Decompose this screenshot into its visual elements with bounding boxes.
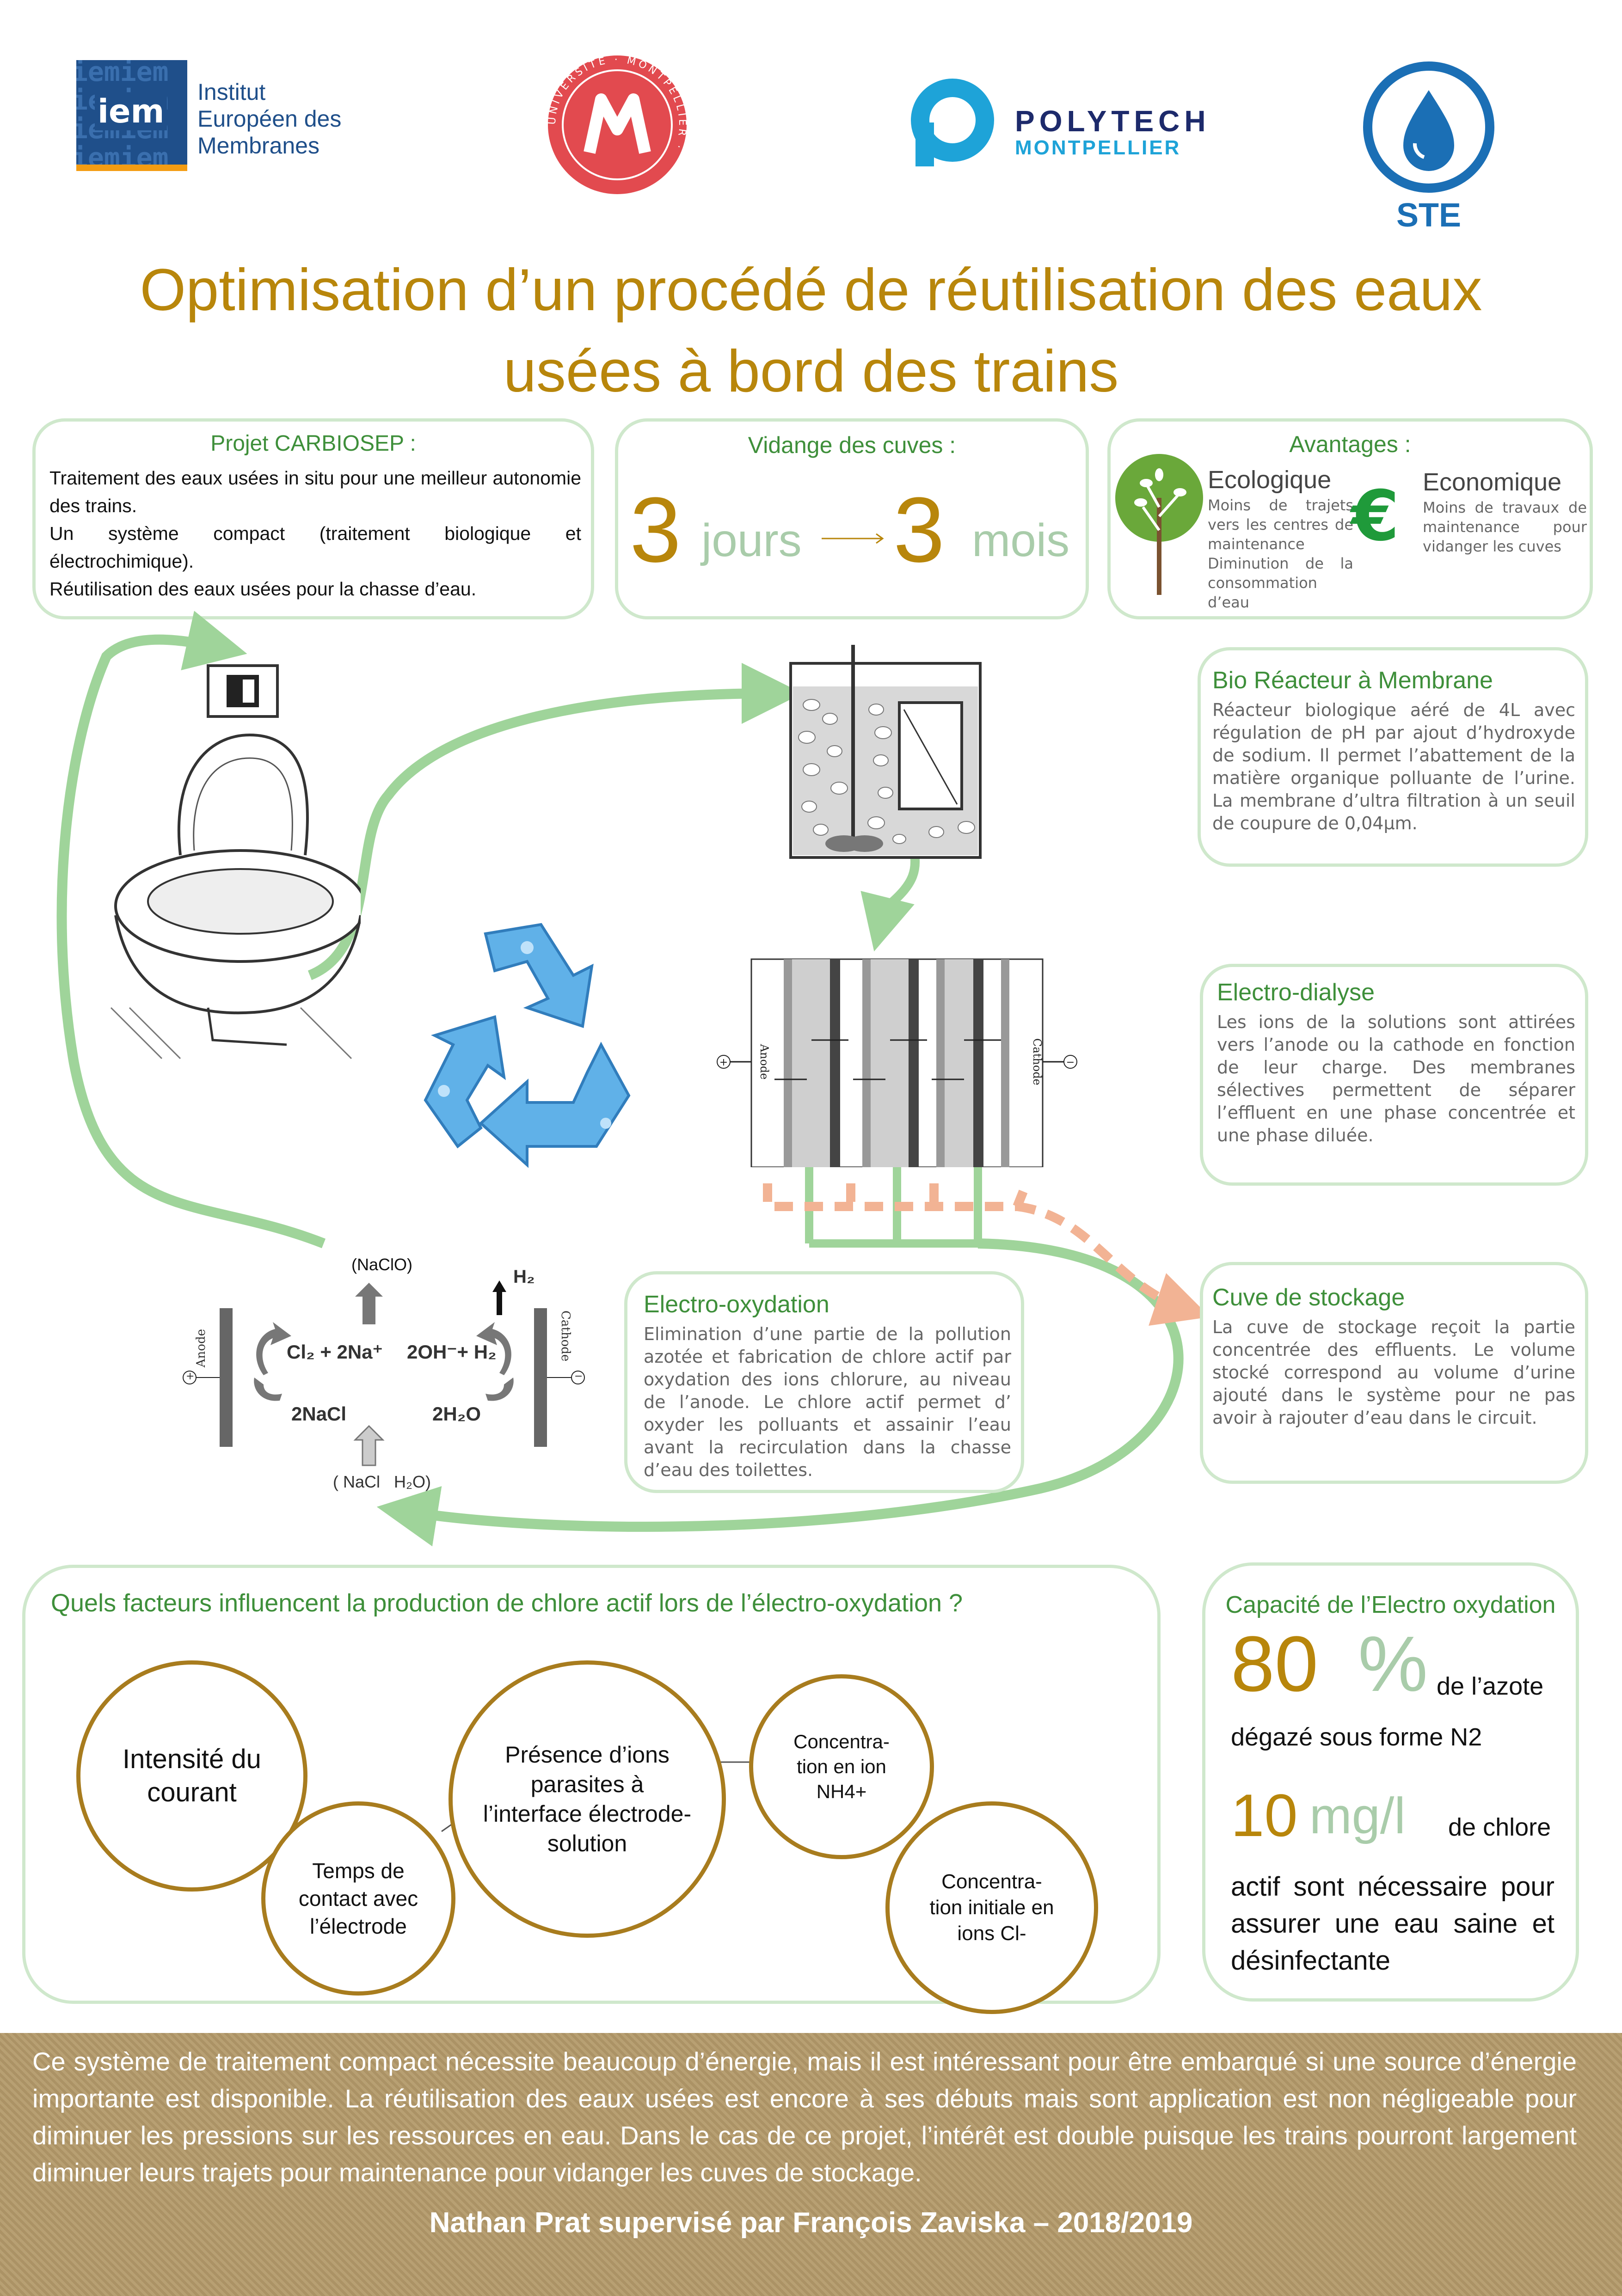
vidange-arrow (822, 533, 884, 544)
electrodialysis-diagram: + − Anode Cathode (717, 958, 1077, 1167)
bioreacteur-box: Bio Réacteur à Membrane Réacteur biologi… (1198, 647, 1588, 867)
euro-icon: € (1351, 476, 1400, 557)
recycle-water-icon (424, 923, 631, 1168)
ste-label: STE (1396, 197, 1462, 234)
capacite-heading: Capacité de l’Electro oxydation (1225, 1592, 1556, 1618)
reaction-anode-sign: + (186, 1371, 195, 1382)
factor-cl: Concentra-tion initiale en ions Cl- (885, 1801, 1098, 2014)
iem-logo-letters: iem (95, 92, 167, 130)
capacite-box: Capacité de l’Electro oxydation 80 % de … (1202, 1562, 1579, 2002)
facteurs-box: Quels facteurs influencent la production… (22, 1565, 1161, 2014)
eco-text: Moins de trajets vers les centres de mai… (1208, 496, 1353, 611)
econ-text: Moins de travaux de maintenance pour vid… (1423, 499, 1587, 555)
vidange-from-number: 3 (630, 478, 682, 582)
carbiosep-p1: Traitement des eaux usées in situ pour u… (49, 467, 581, 516)
reaction-cathode-sign: − (574, 1371, 583, 1382)
factor-cl-label: Concentra-tion initiale en ions Cl- (929, 1870, 1054, 1945)
polytech-line2: MONTPELLIER (1015, 136, 1181, 159)
reaction-nacl: 2NaCl (291, 1403, 347, 1425)
iem-name-line2: Européen des (197, 106, 342, 132)
reaction-inputs: ( NaCl H₂O) (333, 1472, 431, 1491)
ed-anode-sign: + (719, 1057, 728, 1068)
carbiosep-box: Projet CARBIOSEP : Traitement des eaux u… (32, 418, 594, 619)
econ-title: Economique (1423, 468, 1562, 496)
page-title-line1: Optimisation d’un procédé de réutilisati… (140, 257, 1482, 323)
footer-text: Ce système de traitement compact nécessi… (32, 2047, 1577, 2187)
capacite-after1: de l’azote (1437, 1672, 1544, 1700)
vidange-from-unit: jours (701, 514, 802, 566)
reaction-cathode-label: Cathode (559, 1310, 572, 1362)
stockage-text: La cuve de stockage reçoit la partie con… (1212, 1317, 1575, 1428)
flow-arrows (56, 611, 1622, 1547)
electrooxydation-box: Electro-oxydation Elimination d’une part… (624, 1271, 1024, 1493)
iem-name-line1: Institut (197, 79, 266, 105)
factor-ions-parasites-label: Présence d’ions parasites à l’interface … (483, 1742, 692, 1856)
factor-intensite-label: Intensité du courant (123, 1744, 261, 1807)
page-title-line2: usées à bord des trains (503, 338, 1119, 404)
toilet-illustration (110, 664, 361, 1059)
footer-band: Ce système de traitement compact nécessi… (0, 2033, 1622, 2296)
page-title: Optimisation d’un procédé de réutilisati… (46, 250, 1576, 412)
electrodialyse-text: Les ions de la solutions sont attirées v… (1217, 1012, 1575, 1145)
facteurs-question: Quels facteurs influencent la production… (51, 1589, 963, 1617)
carbiosep-p3: Réutilisation des eaux usées pour la cha… (49, 578, 477, 600)
iem-name-line3: Membranes (197, 133, 319, 159)
electrooxydation-text: Elimination d’une partie de la pollution… (644, 1324, 1011, 1480)
polytech-line1: POLYTECH (1015, 104, 1210, 138)
avantages-heading: Avantages : (1289, 431, 1411, 457)
ed-anode-label: Anode (758, 1044, 771, 1080)
avantages-box: Avantages : Ecologique Moins de trajets … (1107, 418, 1593, 619)
vidange-heading: Vidange des cuves : (748, 432, 956, 458)
ed-cathode-sign: − (1066, 1057, 1075, 1068)
vidange-box: Vidange des cuves : 3 jours 3 mois (615, 418, 1089, 619)
electrooxydation-heading: Electro-oxydation (644, 1291, 829, 1318)
bioreactor-illustration (789, 645, 982, 859)
reaction-anode-label: Anode (194, 1329, 208, 1368)
reaction-left-eq: Cl₂ + 2Na⁺ (287, 1341, 383, 1363)
reaction-h2: H₂ (513, 1267, 535, 1287)
carbiosep-heading: Projet CARBIOSEP : (210, 431, 416, 456)
universite-montpellier-logo: UNIVERSITÉ · MONTPELLIER · (546, 53, 689, 196)
capacite-num2: 10 (1231, 1782, 1298, 1849)
electrodialyse-heading: Electro-dialyse (1217, 979, 1375, 1006)
capacite-percent: % (1358, 1620, 1428, 1708)
factor-nh4-label: Concentra-tion en ion NH4+ (793, 1731, 890, 1802)
bioreacteur-text: Réacteur biologique aéré de 4L avec régu… (1212, 700, 1575, 833)
footer-author: Nathan Prat supervisé par François Zavis… (429, 2207, 1193, 2239)
factor-intensite: Intensité du courant (76, 1660, 307, 1892)
stockage-box: Cuve de stockage La cuve de stockage reç… (1200, 1262, 1588, 1484)
ed-cathode-label: Cathode (1031, 1038, 1044, 1085)
eco-title: Ecologique (1208, 466, 1332, 494)
reaction-arrows (183, 1280, 585, 1466)
vidange-to-number: 3 (893, 478, 945, 582)
stockage-heading: Cuve de stockage (1212, 1284, 1405, 1311)
reaction-diagram: (NaClO) + − Anode Cathode H₂ Cl₂ + 2Na⁺ … (176, 1255, 592, 1505)
iem-logo: iemiemiemiemiemiemiemiem iem Institut Eu… (76, 60, 372, 171)
vidange-to-unit: mois (972, 514, 1070, 566)
reaction-h2o: 2H₂O (432, 1403, 481, 1425)
capacite-line3: actif sont nécessaire pour assurer une e… (1231, 1872, 1554, 1976)
reaction-right-eq: 2OH⁻+ H₂ (407, 1341, 497, 1363)
reaction-naclo: (NaClO) (351, 1255, 412, 1274)
electrodialyse-box: Electro-dialyse Les ions de la solutions… (1200, 964, 1588, 1186)
carbiosep-p2: Un système compact (traitement biologiqu… (49, 523, 581, 572)
capacite-unit2: mg/l (1309, 1788, 1406, 1844)
iem-logo-mark: iemiemiemiemiemiemiemiem iem (76, 60, 187, 171)
factor-temps-contact-label: Temps de contact avec l’électrode (298, 1859, 418, 1938)
polytech-logo: POLYTECH MONTPELLIER (906, 76, 1221, 173)
ste-logo: STE (1359, 60, 1498, 236)
bioreacteur-heading: Bio Réacteur à Membrane (1212, 667, 1493, 694)
capacite-num1: 80 (1231, 1620, 1319, 1708)
tree-icon (1115, 454, 1203, 595)
factor-temps-contact: Temps de contact avec l’électrode (261, 1801, 455, 1996)
capacite-line2: dégazé sous forme N2 (1231, 1723, 1482, 1751)
capacite-after2: de chlore (1448, 1813, 1551, 1841)
factor-ions-parasites: Présence d’ions parasites à l’interface … (449, 1660, 726, 1938)
factor-nh4: Concentra-tion en ion NH4+ (749, 1674, 934, 1859)
